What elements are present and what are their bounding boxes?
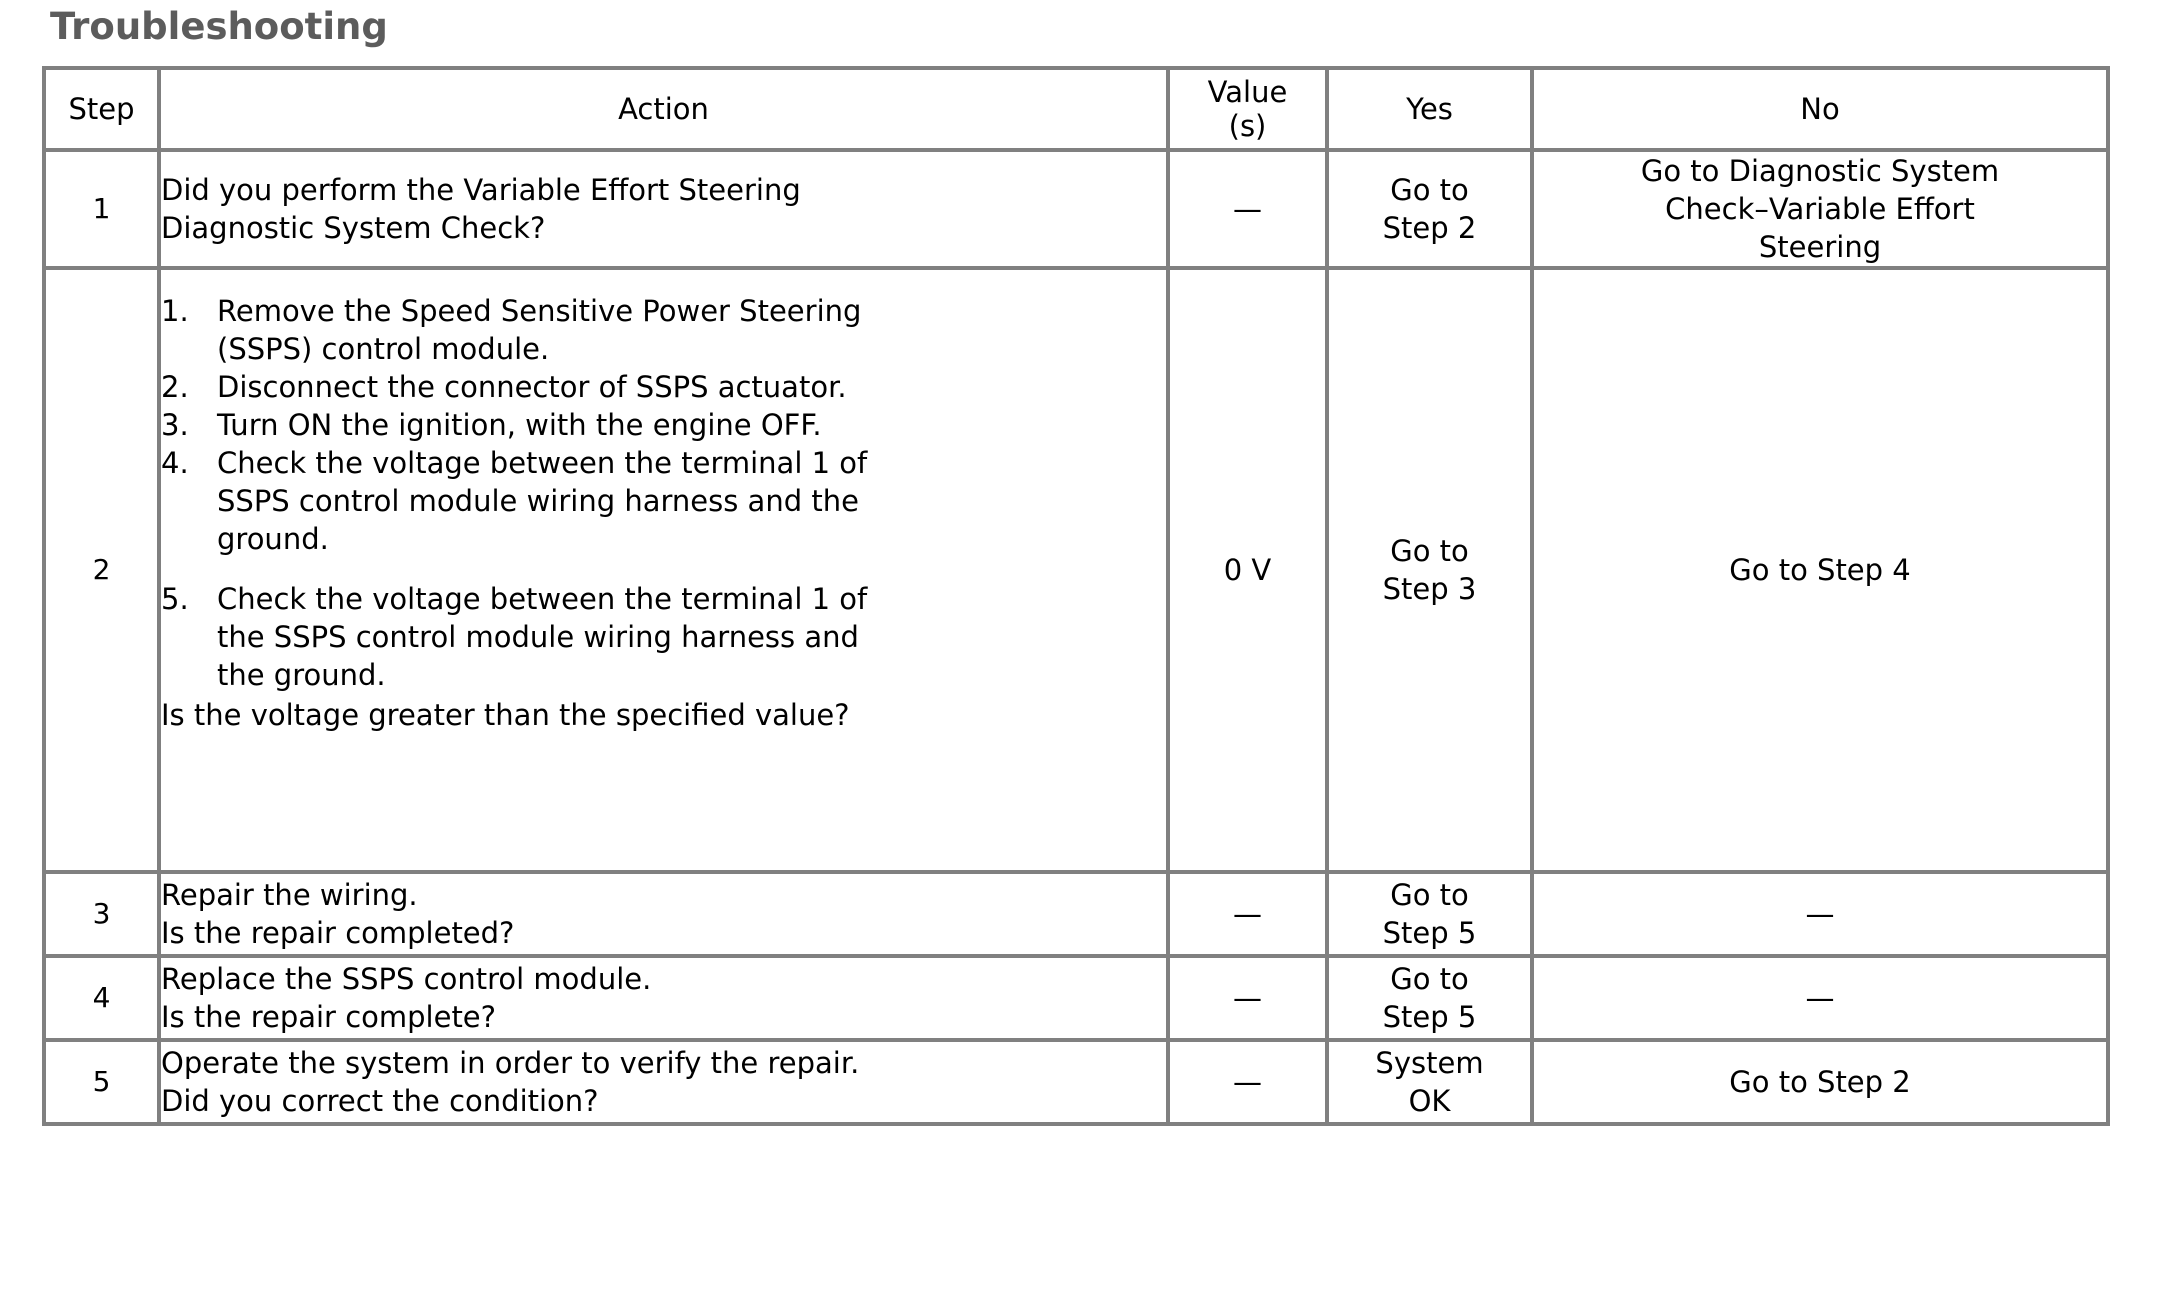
cell-action: Operate the system in order to verify th… [157,1038,1170,1126]
cell-action: Replace the SSPS control module. Is the … [157,954,1170,1042]
cell-value: — [1166,148,1329,270]
cell-yes-line: OK [1408,1084,1451,1118]
column-header-step-label: Step [68,92,135,126]
action-text-line: Is the repair complete? [161,1000,497,1034]
action-step-list: 1. Remove the Speed Sensitive Power Stee… [161,292,1166,694]
action-step-line: ground. [217,522,329,556]
cell-no: Go to Step 2 [1530,1038,2110,1126]
action-step-number: 5. [161,582,189,616]
table-row: 1 Did you perform the Variable Effort St… [42,148,2110,270]
action-step-line: SSPS control module wiring harness and t… [217,484,859,518]
cell-no-line: Steering [1758,230,1882,264]
action-text-line: Replace the SSPS control module. [161,962,652,996]
cell-step: 1 [42,148,161,270]
action-step-line: Remove the Speed Sensitive Power Steerin… [217,294,862,328]
page-title: Troubleshooting [50,5,388,48]
column-header-no: No [1530,66,2110,152]
cell-no: — [1530,870,2110,958]
table-body: 1 Did you perform the Variable Effort St… [42,148,2110,1126]
action-step-item: 3. Turn ON the ignition, with the engine… [161,406,1166,444]
cell-no-line: — [1805,897,1835,931]
action-text-line: Did you perform the Variable Effort Stee… [161,173,801,207]
cell-yes-line: Go to [1390,962,1469,996]
cell-step: 3 [42,870,161,958]
action-step-item: 5. Check the voltage between the termina… [161,580,1166,694]
cell-action: Did you perform the Variable Effort Stee… [157,148,1170,270]
column-header-value-label-line2: (s) [1228,109,1267,143]
cell-yes: Go to Step 3 [1325,266,1534,874]
cell-yes-line: Step 5 [1382,1000,1477,1034]
action-step-line: Check the voltage between the terminal 1… [217,582,868,616]
cell-yes: System OK [1325,1038,1534,1126]
cell-yes-line: Go to [1390,878,1469,912]
action-step-number: 4. [161,446,189,480]
cell-step: 2 [42,266,161,874]
cell-value: 0 V [1166,266,1329,874]
cell-value: — [1166,1038,1329,1126]
column-header-step: Step [42,66,161,152]
table-header-row: Step Action Value (s) Yes No [42,66,2110,152]
cell-no: Go to Step 4 [1530,266,2110,874]
action-step-number: 2. [161,370,189,404]
table-header: Step Action Value (s) Yes No [42,66,2110,152]
table-row: 4 Replace the SSPS control module. Is th… [42,954,2110,1042]
cell-yes-line: Step 2 [1382,211,1477,245]
cell-no-line: Check–Variable Effort [1665,192,1975,226]
cell-yes-line: Step 5 [1382,916,1477,950]
column-header-yes-label: Yes [1406,92,1453,126]
action-step-line: the ground. [217,658,386,692]
action-text-line: Did you correct the condition? [161,1084,599,1118]
table-row: 5 Operate the system in order to verify … [42,1038,2110,1126]
action-step-number: 1. [161,294,189,328]
cell-yes-line: Go to [1390,534,1469,568]
action-step-line: the SSPS control module wiring harness a… [217,620,859,654]
cell-yes: Go to Step 2 [1325,148,1534,270]
cell-yes: Go to Step 5 [1325,954,1534,1042]
troubleshooting-table-wrapper: Step Action Value (s) Yes No [42,66,2110,1126]
action-step-line: Check the voltage between the terminal 1… [217,446,868,480]
action-step-line: (SSPS) control module. [217,332,550,366]
table-row: 3 Repair the wiring. Is the repair compl… [42,870,2110,958]
action-closing-question: Is the voltage greater than the specifie… [161,698,850,732]
action-text-line: Operate the system in order to verify th… [161,1046,860,1080]
column-header-yes: Yes [1325,66,1534,152]
column-header-value-label-line1: Value [1207,75,1288,109]
action-step-line: Turn ON the ignition, with the engine OF… [217,408,822,442]
cell-no-line: Go to Diagnostic System [1640,154,2000,188]
action-step-item: 4. Check the voltage between the termina… [161,444,1166,558]
table-row: 2 1. Remove the Speed Sensitive Power St… [42,266,2110,874]
action-text-line: Repair the wiring. [161,878,418,912]
cell-action: 1. Remove the Speed Sensitive Power Stee… [157,266,1170,874]
column-header-value: Value (s) [1166,66,1329,152]
action-step-item: 2. Disconnect the connector of SSPS actu… [161,368,1166,406]
cell-yes-line: Step 3 [1382,572,1477,606]
action-step-line: Disconnect the connector of SSPS actuato… [217,370,847,404]
action-step-number: 3. [161,408,189,442]
cell-no-line: — [1805,981,1835,1015]
action-text-line: Diagnostic System Check? [161,211,546,245]
cell-yes-line: Go to [1390,173,1469,207]
action-text-line: Is the repair completed? [161,916,515,950]
cell-yes: Go to Step 5 [1325,870,1534,958]
cell-no-line: Go to Step 4 [1729,553,1911,587]
cell-no: Go to Diagnostic System Check–Variable E… [1530,148,2110,270]
cell-action: Repair the wiring. Is the repair complet… [157,870,1170,958]
action-step-item: 1. Remove the Speed Sensitive Power Stee… [161,292,1166,368]
column-header-action-label: Action [618,92,709,126]
cell-step: 5 [42,1038,161,1126]
cell-value: — [1166,954,1329,1042]
cell-step: 4 [42,954,161,1042]
cell-no: — [1530,954,2110,1042]
column-header-action: Action [157,66,1170,152]
cell-value: — [1166,870,1329,958]
troubleshooting-table: Step Action Value (s) Yes No [42,66,2110,1126]
cell-yes-line: System [1375,1046,1484,1080]
cell-no-line: Go to Step 2 [1729,1065,1911,1099]
column-header-no-label: No [1800,92,1840,126]
